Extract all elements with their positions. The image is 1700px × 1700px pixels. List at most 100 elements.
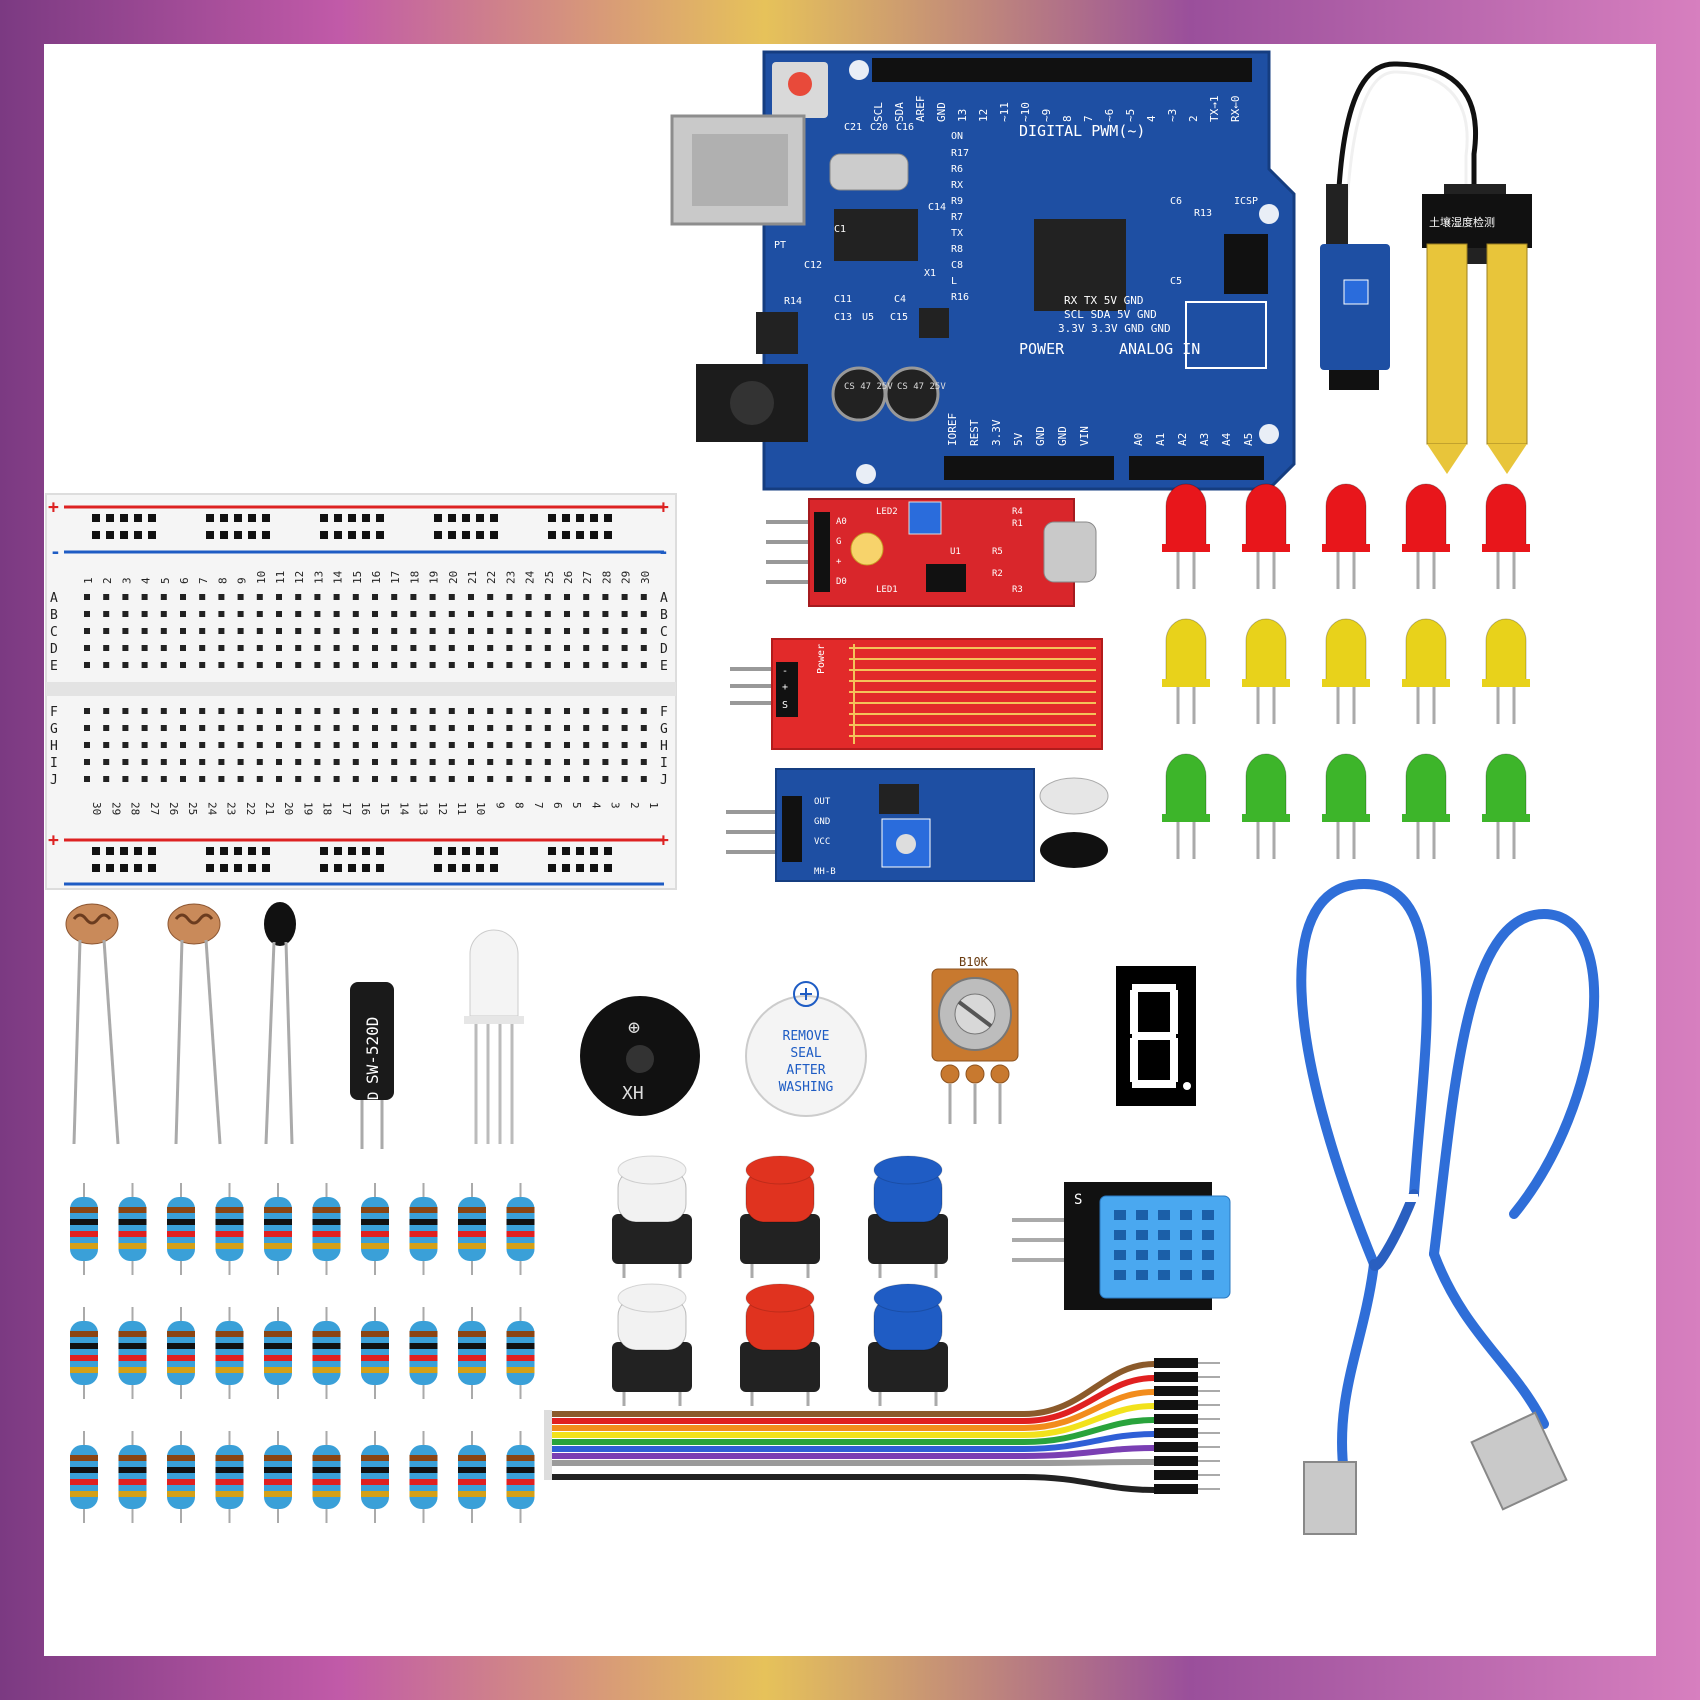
resistor	[506, 1183, 535, 1275]
potentiometer: B10K	[931, 955, 1019, 1124]
resistor	[506, 1431, 535, 1523]
resistor	[264, 1431, 292, 1523]
column-number: 5	[159, 577, 172, 584]
product-photo: CS 47 25V CS 47 25V DIGITAL PWM(~) POWER…	[44, 44, 1656, 1656]
buzzer-plus: ⊕	[628, 1015, 640, 1039]
silk-label: R6	[951, 164, 963, 175]
module-label: U1	[950, 547, 961, 557]
silk-label: C14	[928, 202, 946, 213]
tilt-switch-label: SW-520D	[363, 1017, 382, 1084]
silk-label: R17	[951, 148, 969, 159]
row-letter: I	[660, 756, 668, 771]
resistor	[118, 1307, 147, 1399]
resistor-grid	[70, 1183, 535, 1523]
row-letter: J	[50, 773, 58, 788]
led	[1322, 618, 1370, 724]
column-number: 18	[408, 571, 421, 584]
dht-vents	[1114, 1210, 1214, 1280]
pin-label: ~9	[1040, 109, 1053, 122]
column-number: 10	[474, 802, 487, 815]
capacitor-label: CS 47 25V	[844, 382, 893, 392]
column-number: 26	[562, 571, 575, 584]
row-letter: I	[50, 756, 58, 771]
push-buttons	[612, 1155, 948, 1406]
column-number: 29	[620, 571, 633, 584]
silk-label: C5	[1170, 276, 1182, 287]
silk-label: C1	[834, 224, 846, 235]
row-letter: G	[660, 722, 668, 737]
resistor	[264, 1307, 292, 1399]
row-letter: H	[50, 739, 58, 754]
i2c-row-label: RX TX 5V GND	[1064, 294, 1143, 307]
module-label: R5	[992, 547, 1003, 557]
analog-header	[1129, 456, 1264, 480]
photoresistor	[167, 903, 222, 1145]
column-number: 15	[378, 802, 391, 815]
pin-label: SCL	[872, 102, 885, 122]
row-letter: C	[660, 625, 668, 640]
row-letter: F	[50, 705, 58, 720]
column-number: 2	[101, 577, 114, 584]
capacitor	[884, 366, 940, 422]
seal-text-line: WASHING	[779, 1080, 834, 1095]
resistor	[361, 1307, 389, 1399]
led	[1482, 483, 1530, 589]
column-number: 14	[332, 570, 345, 584]
pin-label: ~6	[1103, 109, 1116, 122]
row-letter: H	[660, 739, 668, 754]
column-number: 7	[197, 577, 210, 584]
crystal	[829, 153, 909, 191]
thermistor	[264, 902, 296, 1145]
seal-text-line: SEAL	[790, 1046, 821, 1061]
row-letter: E	[50, 659, 58, 674]
ch340-chip	[834, 209, 918, 261]
pin-label: ~5	[1124, 109, 1137, 122]
silk-label: U5	[862, 312, 874, 323]
pin-label: 12	[977, 109, 990, 122]
resistor	[506, 1307, 535, 1399]
column-number: 6	[178, 577, 191, 584]
module-label: R4	[1012, 507, 1023, 517]
column-number: 29	[109, 802, 122, 815]
pin-label: IOREF	[946, 413, 959, 446]
row-letter: A	[50, 591, 58, 606]
column-number: 9	[236, 577, 249, 584]
column-number: 15	[351, 571, 364, 584]
row-letter: F	[660, 705, 668, 720]
silk-label: X1	[924, 268, 936, 279]
silk-label: C15	[890, 312, 908, 323]
dht-label: S	[1074, 1192, 1082, 1208]
tilt-switch-marker: D	[366, 1092, 382, 1100]
push-button	[612, 1155, 692, 1278]
sensor-comparator-board	[1320, 244, 1390, 370]
resistor	[312, 1431, 341, 1523]
row-letter: D	[660, 642, 668, 657]
resistor	[264, 1183, 292, 1275]
pin-label: 3.3V	[990, 419, 1003, 446]
led-grid	[1162, 483, 1530, 859]
jumper-wire	[548, 1474, 1220, 1494]
pot-label: B10K	[959, 955, 989, 969]
module-label: LED1	[876, 585, 898, 595]
silk-label: ON	[951, 131, 963, 142]
jumper-wire	[548, 1456, 1220, 1466]
pin-label: ~11	[998, 102, 1011, 122]
module-label: +	[782, 682, 788, 693]
jumper-wire	[548, 1414, 1220, 1445]
led	[1162, 483, 1210, 589]
dht11-sensor: S	[1012, 1182, 1231, 1310]
led	[1242, 753, 1290, 859]
silk-label: PT	[774, 240, 786, 251]
led	[1482, 753, 1530, 859]
module-label: G	[836, 537, 841, 547]
silk-label: R7	[951, 212, 963, 223]
breadboard-holes	[84, 514, 647, 872]
resistor	[118, 1431, 147, 1523]
silk-label: RX	[951, 180, 963, 191]
column-number: 1	[82, 577, 95, 584]
column-number: 30	[90, 802, 103, 815]
